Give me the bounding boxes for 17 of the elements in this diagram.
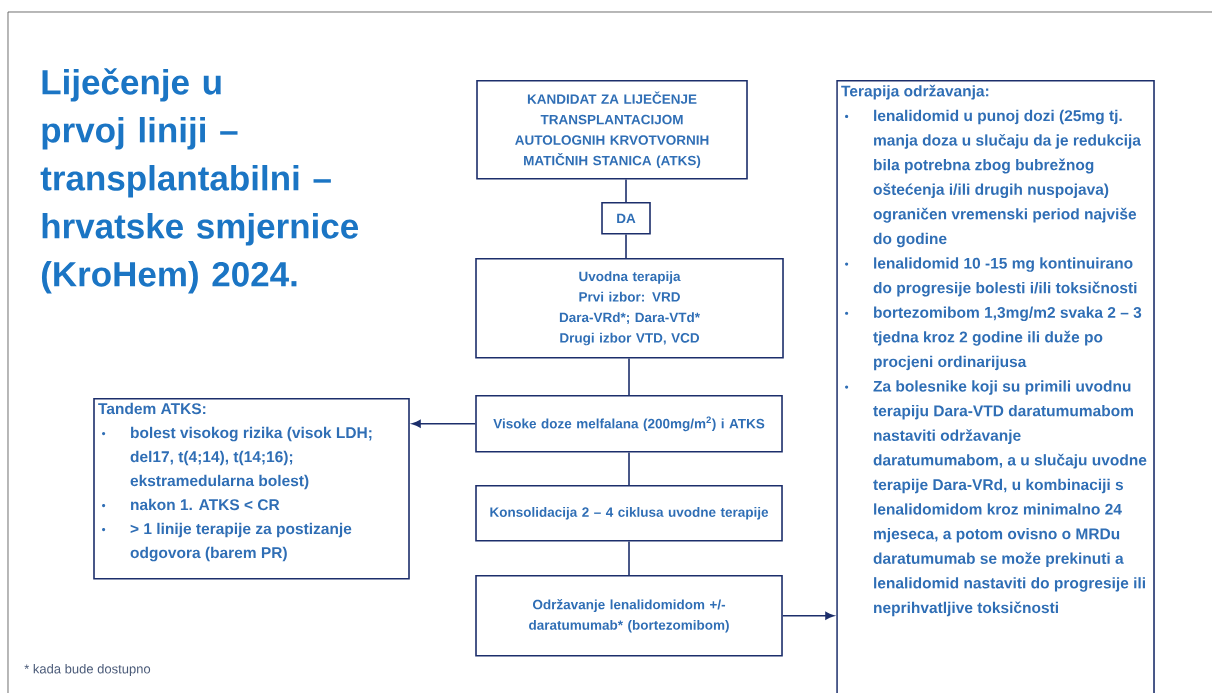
process-box: Uvodna terapija Prvi izbor: VRD Dara-VRd*; Dara-VTd* Drugi izbor VTD, VCD [475, 258, 784, 359]
process-box: KANDIDAT ZA LIJEČENJE TRANSPLANTACIJOM AUTOLOGNIH KRVOTVORNIH MATIČNIH STANICA (ATKS) [476, 80, 748, 180]
process-box: DA [601, 202, 651, 235]
connector [782, 611, 834, 620]
process-box: Visoke doze melfalana (200mg/m$^{2}$) i ATKS [475, 395, 783, 453]
process-box: Konsolidacija 2 – 4 ciklusa uvodne terapije [475, 485, 783, 542]
title: Liječenje u prvoj liniji – transplantabilni – hrvatske smjernice (KroHem) 2024. [40, 68, 359, 294]
connector [628, 540, 630, 576]
bullet-list-box: Tandem ATKS: bolest visokog rizika (visok LDH; del17, t(4;14), t(14;16); ekstramedularna bolest) nakon 1. ATKS < CR > 1 linije terapije za postizanje odgovora (barem PR) [93, 398, 410, 580]
connector [628, 451, 630, 486]
connector [625, 233, 627, 259]
bullet-list-box: Terapija održavanja: lenalidomid u punoj dozi (25mg tj. manja doza u slučaju da je redukcija bila potrebna zbog bubrežnog oštećenja i/ili drugih nuspojava) ograničen vremenski period najviše do godine lenalidomid 10 -15 mg kontinuirano do progresije bolesti i/ili toksičnosti bortezomibom 1,3mg/m2 svaka 2 – 3 tjedna kroz 2 godine ili duže po procjeni ordinarijusa Za bolesnike koji su primili uvodnu terapiju Dara-VTD daratumumabom nastaviti održavanje daratumumabom, a u slučaju uvodne terapije Dara-VRd, u kombinaciji s lenalidomidom kroz minimalno 24 mjeseca, a potom ovisno o MRDu daratumumab se može prekinuti a lenalidomid nastaviti do progresije ili neprihvatljive toksičnosti [836, 80, 1155, 693]
connector [628, 357, 630, 396]
footnote: * kada bude dostupno [24, 663, 151, 677]
connector [412, 419, 476, 428]
connector [625, 178, 627, 203]
process-box: Održavanje lenalidomidom +/- daratumumab* (bortezomibom) [475, 575, 783, 657]
